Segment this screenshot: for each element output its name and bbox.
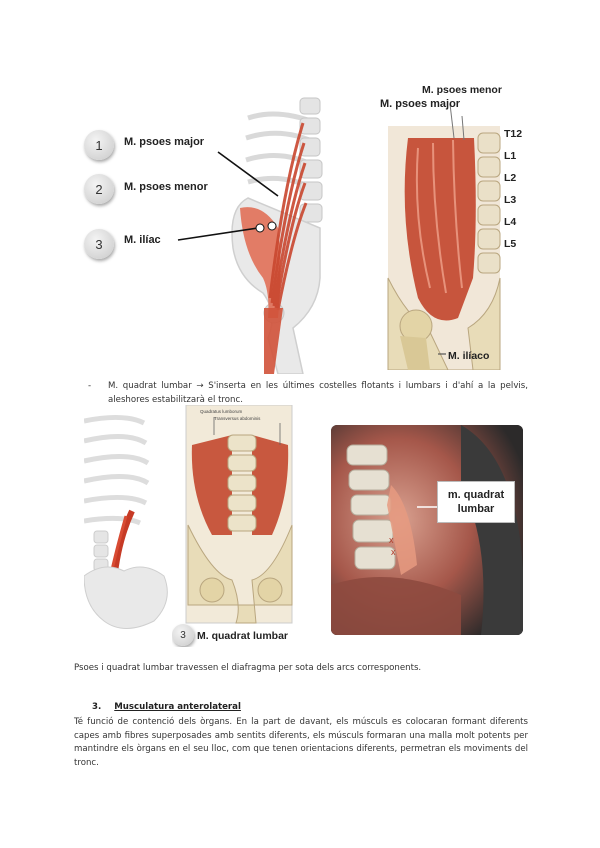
figure-psoas-anatomy: M. psoes menor M. psoes major T12 L1 L2 …	[378, 78, 528, 370]
number-badge-1: 1	[84, 130, 114, 160]
svg-text:x: x	[389, 535, 394, 545]
badge-number: 3	[180, 629, 186, 641]
section-title: Musculatura anterolateral	[114, 702, 241, 712]
label-quadrat-lumbar: M. quadrat lumbar	[197, 630, 289, 642]
psoas-anatomy-illustration	[387, 103, 501, 370]
figure-ribcage-quadratus	[84, 411, 184, 639]
label-line-1: m. quadrat	[447, 489, 505, 501]
label-vertebra-l3: L3	[504, 194, 517, 206]
label-psoes-menor: M. psoes menor	[422, 84, 502, 96]
quadratus-render-illustration: x x	[331, 425, 523, 635]
number-badge-3: 3	[84, 229, 114, 259]
label-iliac: M. ilíac	[124, 234, 161, 246]
label-psoes-major: M. psoes major	[380, 98, 461, 110]
label-vertebra-l1: L1	[504, 150, 517, 162]
figure-psoas-diagram: 1 M. psoes major 2 M. psoes menor 3 M. i…	[78, 78, 340, 374]
bullet-text-quadrat-lumbar: M. quadrat lumbar → S'inserta en les últ…	[108, 381, 528, 405]
label-vertebra-l5: L5	[504, 238, 517, 250]
label-iliaco: M. ilíaco	[448, 350, 490, 362]
label-vertebra-l2: L2	[504, 172, 517, 184]
badge-number: 2	[95, 181, 103, 197]
label-line-2: lumbar	[457, 503, 495, 515]
tiny-label-transversus-abdominis: Transversus abdominis	[214, 416, 261, 421]
label-psoes-major: M. psoes major	[124, 136, 205, 148]
label-box-quadrat-lumbar: m. quadrat lumbar	[437, 481, 515, 523]
section-number: 3.	[92, 702, 102, 712]
number-badge-3: 3	[172, 624, 194, 646]
label-vertebra-l4: L4	[504, 216, 517, 228]
note-text: Psoes i quadrat lumbar travessen el diaf…	[74, 663, 422, 673]
tiny-label-quadratus-lumborum: Quadratus lumborum	[200, 409, 243, 414]
figure-quadratus-anatomy: Quadratus lumborum Transversus abdominis…	[172, 405, 298, 647]
quadratus-anatomy-illustration	[185, 405, 293, 624]
number-badge-2: 2	[84, 174, 114, 204]
label-vertebra-t12: T12	[504, 128, 523, 140]
badge-number: 3	[95, 236, 103, 252]
section-heading: 3. Musculatura anterolateral	[92, 702, 241, 712]
ribcage-illustration	[84, 415, 168, 629]
svg-text:x: x	[391, 547, 396, 557]
section-paragraph: Té funció de contenció dels òrgans. En l…	[74, 717, 528, 768]
badge-number: 1	[95, 137, 103, 153]
bullet-marker: -	[88, 381, 92, 391]
label-psoes-menor: M. psoes menor	[124, 181, 208, 193]
figure-quadratus-render: x x m. quadrat lumbar	[331, 425, 523, 635]
psoas-illustration	[177, 97, 323, 374]
